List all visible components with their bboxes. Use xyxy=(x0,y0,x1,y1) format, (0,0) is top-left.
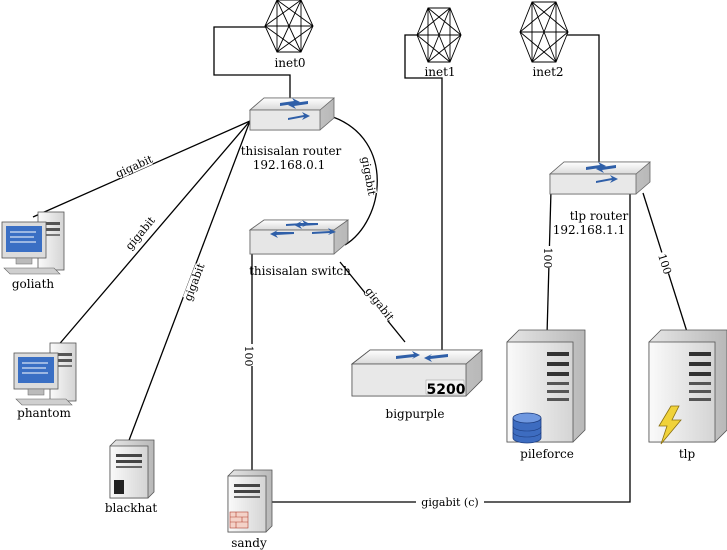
link-label-router-blackhat: gigabit xyxy=(181,261,207,303)
link-label-router-phantom: gigabit xyxy=(123,214,158,253)
cloud-inet0 xyxy=(264,0,314,53)
link-label-router-goliath: gigabit xyxy=(114,152,156,180)
switch-thisisalan xyxy=(248,219,350,255)
workstation-icon xyxy=(13,342,77,406)
router-icon xyxy=(548,161,652,195)
device-tlp xyxy=(648,329,727,445)
storage-appliance-icon xyxy=(350,349,484,397)
device-pileforce xyxy=(506,329,586,444)
cloud-inet2 xyxy=(519,1,569,63)
device-phantom-label: phantom xyxy=(17,406,71,420)
device-goliath-label: goliath xyxy=(12,277,55,291)
link-inet0-router xyxy=(213,26,291,100)
cloud-label-inet2: inet2 xyxy=(532,65,563,79)
device-sandy-label: sandy xyxy=(231,536,267,550)
router-tlp-ip: 192.168.1.1 xyxy=(553,223,626,237)
link-label-switch-bigpurple: gigabit xyxy=(362,285,397,324)
switch-icon xyxy=(248,219,350,255)
bigpurple-badge: 5200 xyxy=(427,382,466,398)
link-labels: gigabit gigabit gigabit gigabit gigabit … xyxy=(114,152,674,509)
link-inet2-tlprouter xyxy=(566,34,600,163)
link-sandy-tlprouter xyxy=(272,190,631,503)
cloud-inet1 xyxy=(416,7,462,63)
device-sandy xyxy=(227,469,273,533)
router-thisisalan-ip: 192.168.0.1 xyxy=(253,158,326,172)
server-tower-icon xyxy=(227,469,273,533)
device-blackhat xyxy=(109,439,155,499)
internet-cloud-icon xyxy=(264,0,314,53)
device-bigpurple-label: bigpurple xyxy=(386,407,445,421)
server-tower-icon xyxy=(109,439,155,499)
lightning-bolt-icon xyxy=(658,405,682,445)
device-blackhat-label: blackhat xyxy=(105,501,158,515)
cloud-label-inet1: inet1 xyxy=(424,65,455,79)
link-label-tlprouter-tlp: 100 xyxy=(655,252,674,276)
link-label-switch-sandy: 100 xyxy=(242,346,255,367)
link-label-tlprouter-pileforce: 100 xyxy=(541,248,554,269)
router-thisisalan xyxy=(248,97,336,131)
switch-thisisalan-name: thisisalan switch xyxy=(249,264,351,278)
firewall-icon xyxy=(229,511,249,529)
link-inet1-bigpurple xyxy=(404,34,443,352)
router-icon xyxy=(248,97,336,131)
link-label-sandy-tlprouter: gigabit (c) xyxy=(421,496,478,509)
router-tlp xyxy=(548,161,652,195)
database-icon xyxy=(512,412,542,444)
device-tlp-label: tlp xyxy=(679,447,696,461)
device-phantom xyxy=(13,342,77,406)
internet-cloud-icon xyxy=(519,1,569,63)
link-router-switch xyxy=(332,116,378,246)
device-bigpurple xyxy=(350,349,484,397)
link-router-phantom xyxy=(49,120,251,356)
device-pileforce-label: pileforce xyxy=(520,447,574,461)
cloud-label-inet0: inet0 xyxy=(274,56,305,70)
router-tlp-name: tlp router xyxy=(570,209,629,223)
workstation-icon xyxy=(1,211,65,275)
router-thisisalan-name: thisisalan router xyxy=(241,144,342,158)
device-goliath xyxy=(1,211,65,275)
wires xyxy=(32,26,689,503)
internet-cloud-icon xyxy=(416,7,462,63)
